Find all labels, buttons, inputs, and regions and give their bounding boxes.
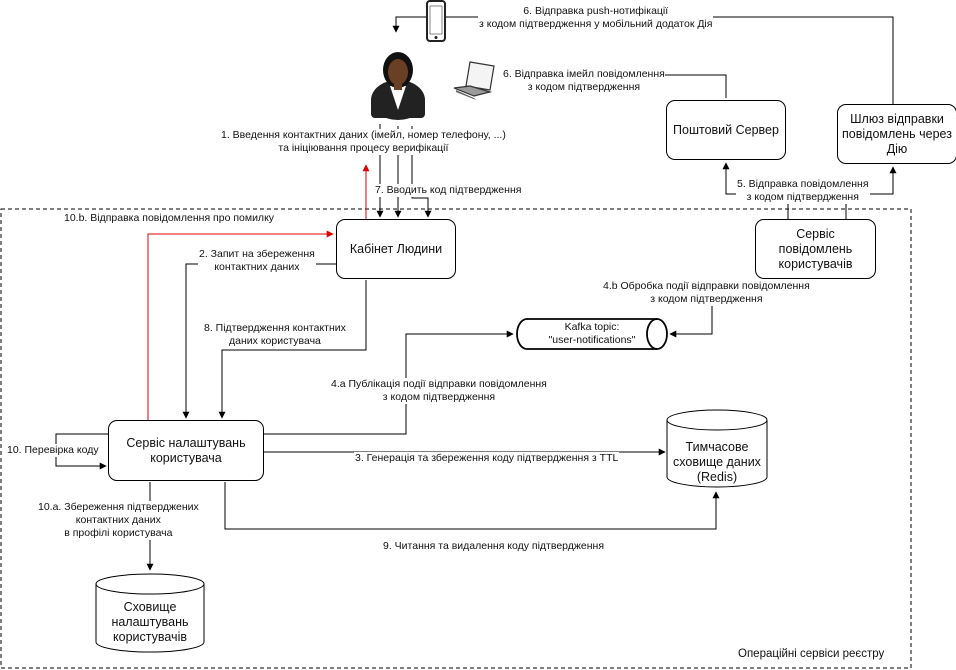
edge-9 — [224, 482, 720, 530]
push-gateway-label: Шлюз відправки повідомлень через Дію — [842, 111, 952, 156]
edge-2-label: 2. Запит на збереження контактних даних — [198, 248, 316, 274]
edge-7-b — [411, 126, 432, 218]
mail-server-node: Поштовий Сервер — [666, 100, 786, 160]
edge-1-label: 1. Введення контактних даних (імейл, ном… — [220, 129, 507, 155]
edge-6-push-label: 6. Відправка push-нотифікації з кодом пі… — [478, 5, 714, 31]
kafka-topic-label: Kafka topic: "user-notifications" — [530, 321, 654, 347]
edge-5-label: 5. Відправка повідомлення з кодом підтве… — [736, 178, 870, 204]
mobile-phone-icon — [426, 0, 446, 42]
edge-10b — [147, 230, 334, 420]
edge-9-label: 9. Читання та видалення коду підтверджен… — [382, 540, 606, 553]
cabinet-label: Кабінет Людини — [349, 241, 443, 256]
edge-7-label: 7. Вводить код підтвердження — [374, 184, 523, 197]
kafka-topic-shape — [516, 318, 668, 350]
settings-service-label: Сервіс налаштувань користувача — [126, 435, 246, 465]
redis-label: Тимчасове сховище даних (Redis) — [673, 440, 761, 484]
cabinet-node: Кабінет Людини — [336, 219, 456, 279]
notification-service-node: Сервіс повідомлень користувачів — [755, 219, 876, 279]
registry-region-label: Операційні сервіси реєстру — [738, 648, 885, 660]
kafka-topic-line1: Kafka topic: — [564, 321, 620, 333]
redis-storage-shape — [666, 409, 768, 488]
laptop-icon — [453, 61, 495, 100]
kafka-topic-line2: "user-notifications" — [548, 334, 636, 346]
settings-storage-label: Сховище налаштувань користувачів — [111, 600, 189, 644]
edge-10-label: 10. Перевірка коду — [6, 444, 100, 457]
settings-service-node: Сервіс налаштувань користувача — [108, 420, 264, 481]
edge-8 — [218, 280, 367, 419]
edge-10b-label: 10.b. Відправка повідомлення про помилку — [63, 212, 276, 225]
registry-region-border — [0, 208, 912, 669]
edge-10a-label: 10.a. Збереження підтверджених контактни… — [37, 501, 200, 540]
person-icon — [371, 52, 425, 120]
edge-8-label: 8. Підтвердження контактних даних корист… — [203, 322, 347, 348]
notification-service-label: Сервіс повідомлень користувачів — [778, 226, 853, 271]
edge-4b-label: 4.b Обробка події відправки повідомлення… — [602, 280, 811, 306]
settings-storage-shape — [95, 573, 205, 653]
edge-6-mail-label: 6. Відправка імейл повідомлення з кодом … — [503, 68, 665, 93]
push-gateway-node: Шлюз відправки повідомлень через Дію — [837, 104, 956, 164]
mail-server-label: Поштовий Сервер — [673, 122, 779, 137]
edge-3-label: 3. Генерація та збереження коду підтверд… — [354, 452, 620, 465]
edge-4a-label: 4.a Публікація події відправки повідомле… — [330, 378, 548, 404]
